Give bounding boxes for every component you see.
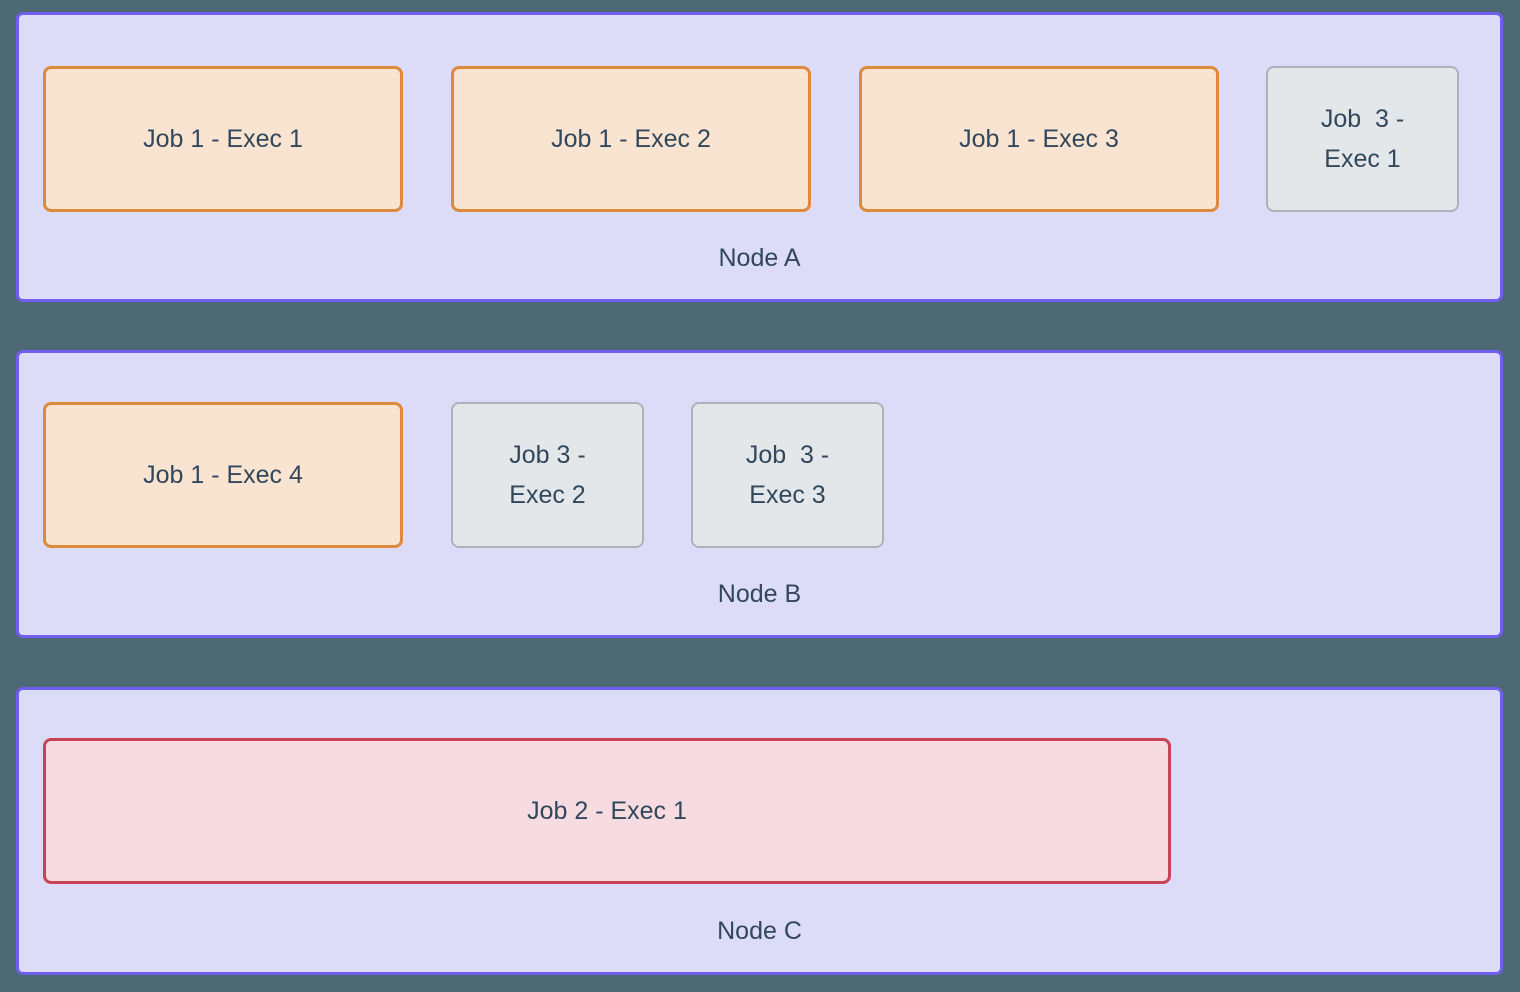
exec-box-job3-exec2: Job 3 - Exec 2 bbox=[451, 402, 644, 548]
exec-label: Job 3 - Exec 2 bbox=[509, 441, 586, 509]
exec-label: Job 3 - Exec 3 bbox=[745, 441, 830, 509]
exec-box-job1-exec3: Job 1 - Exec 3 bbox=[859, 66, 1219, 212]
node-c: Job 2 - Exec 1 Node C bbox=[16, 687, 1503, 975]
node-b-label: Node B bbox=[717, 580, 802, 608]
exec-label: Job 2 - Exec 1 bbox=[527, 797, 687, 825]
exec-label: Job 1 - Exec 3 bbox=[959, 125, 1119, 153]
exec-box-job1-exec1: Job 1 - Exec 1 bbox=[43, 66, 403, 212]
node-a: Job 1 - Exec 1 Job 1 - Exec 2 Job 1 - Ex… bbox=[16, 12, 1503, 302]
exec-label: Job 1 - Exec 1 bbox=[143, 125, 303, 153]
exec-label: Job 3 - Exec 1 bbox=[1320, 105, 1405, 173]
exec-label: Job 1 - Exec 4 bbox=[143, 461, 303, 489]
node-a-label: Node A bbox=[718, 244, 801, 272]
exec-box-job2-exec1: Job 2 - Exec 1 bbox=[43, 738, 1171, 884]
exec-box-job1-exec4: Job 1 - Exec 4 bbox=[43, 402, 403, 548]
exec-box-job3-exec1: Job 3 - Exec 1 bbox=[1266, 66, 1459, 212]
exec-label: Job 1 - Exec 2 bbox=[551, 125, 711, 153]
node-b: Job 1 - Exec 4 Job 3 - Exec 2 Job 3 - Ex… bbox=[16, 350, 1503, 638]
exec-box-job1-exec2: Job 1 - Exec 2 bbox=[451, 66, 811, 212]
exec-box-job3-exec3: Job 3 - Exec 3 bbox=[691, 402, 884, 548]
node-c-label: Node C bbox=[717, 917, 802, 945]
